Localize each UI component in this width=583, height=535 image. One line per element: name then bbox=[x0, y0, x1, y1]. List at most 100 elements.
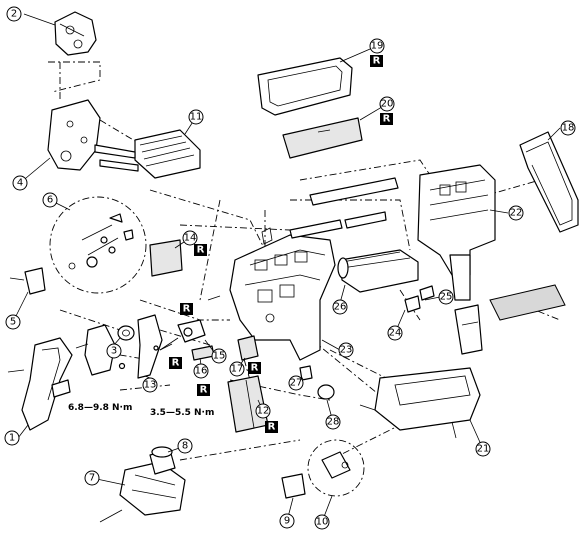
callout-label: 12 bbox=[257, 406, 270, 417]
callout-14: 14 bbox=[182, 230, 198, 246]
part-4-plate bbox=[47, 99, 101, 171]
callout-label: 11 bbox=[190, 112, 203, 123]
replace-badge-14: R bbox=[194, 244, 207, 256]
part-28-plug bbox=[317, 384, 335, 400]
part-14-flap bbox=[149, 239, 183, 277]
callout-label: 4 bbox=[17, 178, 23, 189]
callout-label: 2 bbox=[11, 9, 17, 20]
part-left-duct-piece bbox=[51, 324, 116, 398]
callout-label: 9 bbox=[284, 516, 290, 527]
part-3-grommet bbox=[117, 325, 135, 341]
callout-label: 6 bbox=[47, 195, 53, 206]
callout-label: 14 bbox=[184, 233, 197, 244]
callout-9: 9 bbox=[279, 513, 295, 529]
replace-mark: R bbox=[268, 422, 276, 433]
callout-8: 8 bbox=[177, 438, 193, 454]
callout-10: 10 bbox=[314, 514, 330, 530]
callout-13: 13 bbox=[142, 377, 158, 393]
part-9-connector bbox=[281, 473, 306, 499]
part-19-seal-frame bbox=[257, 57, 353, 116]
callout-label: 25 bbox=[440, 292, 453, 303]
callout-label: 23 bbox=[340, 345, 353, 356]
part-17-block bbox=[237, 335, 259, 361]
callout-label: 18 bbox=[562, 123, 575, 134]
callout-label: 21 bbox=[477, 444, 490, 455]
part-1-left-duct bbox=[21, 337, 73, 431]
screws bbox=[7, 295, 457, 439]
callout-label: 24 bbox=[389, 328, 402, 339]
callout-5: 5 bbox=[5, 314, 21, 330]
part-21-tray bbox=[359, 367, 481, 431]
callout-label: 13 bbox=[144, 380, 157, 391]
callout-16: 16 bbox=[193, 363, 209, 379]
callout-label: 19 bbox=[371, 41, 384, 52]
callout-2: 2 bbox=[6, 6, 22, 22]
callout-7: 7 bbox=[84, 470, 100, 486]
part-6-linkage-group bbox=[49, 196, 147, 294]
part-right-bracket bbox=[454, 304, 483, 355]
callout-28: 28 bbox=[325, 414, 341, 430]
part-20-filter bbox=[282, 117, 363, 159]
part-18-long-seal bbox=[519, 131, 579, 233]
callout-26: 26 bbox=[332, 299, 348, 315]
callout-label: 10 bbox=[316, 517, 329, 528]
part-7-lower-bracket bbox=[99, 461, 186, 523]
callout-label: 8 bbox=[182, 441, 188, 452]
part-13-hose bbox=[137, 314, 163, 379]
callout-20: 20 bbox=[379, 96, 395, 112]
part-2-bracket bbox=[54, 11, 97, 56]
part-15-lever bbox=[159, 319, 206, 351]
part-26-filter-block bbox=[337, 249, 419, 293]
replace-badge-17: R bbox=[248, 362, 261, 374]
callout-25: 25 bbox=[438, 289, 454, 305]
replace-mark: R bbox=[172, 358, 180, 369]
callout-label: 5 bbox=[10, 317, 16, 328]
replace-badge-20: R bbox=[380, 113, 393, 125]
callout-label: 7 bbox=[89, 473, 95, 484]
callout-3: 3 bbox=[106, 343, 122, 359]
callout-label: 1 bbox=[9, 433, 15, 444]
callout-label: 17 bbox=[231, 364, 244, 375]
replace-badge-12: R bbox=[265, 421, 278, 433]
callout-12: 12 bbox=[255, 403, 271, 419]
replace-badge-16: R bbox=[197, 384, 210, 396]
callout-label: 20 bbox=[381, 99, 394, 110]
callout-27: 27 bbox=[288, 375, 304, 391]
callout-label: 28 bbox=[327, 417, 340, 428]
callout-19: 19 bbox=[369, 38, 385, 54]
callout-label: 16 bbox=[195, 366, 208, 377]
callout-label: 26 bbox=[334, 302, 347, 313]
callout-15: 15 bbox=[211, 348, 227, 364]
torque-spec-left: 6.8—9.8 N·m bbox=[68, 403, 132, 413]
part-23-hvac-unit bbox=[229, 227, 336, 361]
callout-label: 3 bbox=[111, 346, 117, 357]
part-24-clip bbox=[404, 295, 421, 313]
callout-21: 21 bbox=[475, 441, 491, 457]
part-5-clip bbox=[9, 267, 46, 295]
callout-17: 17 bbox=[229, 361, 245, 377]
part-center-frames bbox=[289, 177, 399, 239]
replace-mark: R bbox=[200, 385, 208, 396]
callout-6: 6 bbox=[42, 192, 58, 208]
part-8-motor bbox=[149, 446, 176, 475]
torque-spec-right: 3.5—5.5 N·m bbox=[150, 408, 214, 418]
callout-1: 1 bbox=[4, 430, 20, 446]
part-10-linkage-group bbox=[307, 439, 365, 497]
part-11-heater-core bbox=[94, 129, 201, 179]
replace-mark: R bbox=[183, 304, 191, 315]
replace-badge-15: R bbox=[169, 357, 182, 369]
replace-mark: R bbox=[197, 245, 205, 256]
callout-label: 22 bbox=[510, 208, 523, 219]
replace-mark: R bbox=[373, 56, 381, 67]
part-22-housing bbox=[417, 164, 496, 301]
replace-mark: R bbox=[251, 363, 259, 374]
part-27-pin bbox=[299, 365, 313, 381]
part-mesh-panel bbox=[489, 284, 566, 321]
callout-4: 4 bbox=[12, 175, 28, 191]
replace-badge-19: R bbox=[370, 55, 383, 67]
callout-11: 11 bbox=[188, 109, 204, 125]
replace-badge-center: R bbox=[180, 303, 193, 315]
callout-23: 23 bbox=[338, 342, 354, 358]
